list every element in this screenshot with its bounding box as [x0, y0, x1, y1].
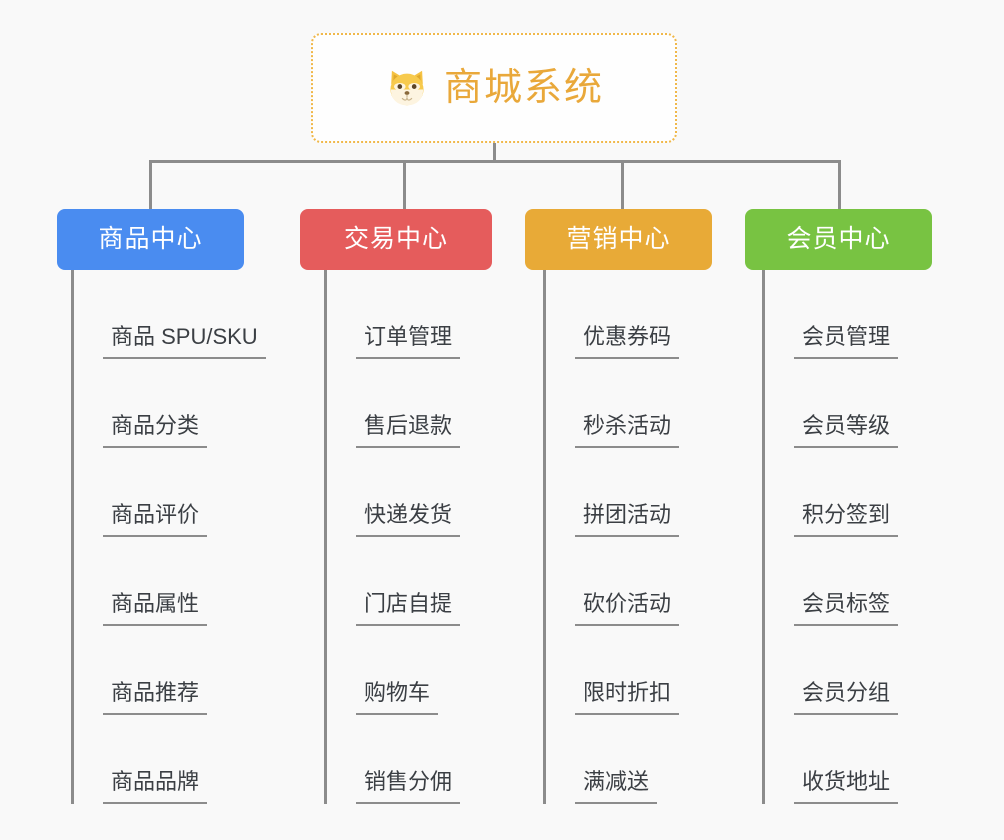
leaf-label: 会员等级 — [794, 412, 899, 448]
leaf-label: 订单管理 — [356, 323, 461, 359]
leaf-label: 商品推荐 — [103, 679, 208, 715]
leaf-item[interactable]: 会员分组 — [762, 626, 899, 715]
leaf-label: 会员管理 — [794, 323, 899, 359]
leaf-item[interactable]: 商品 SPU/SKU — [71, 270, 266, 359]
leaf-item[interactable]: 秒杀活动 — [543, 359, 680, 448]
leaf-label: 优惠券码 — [575, 323, 680, 359]
leaf-item[interactable]: 售后退款 — [324, 359, 461, 448]
leaf-label: 商品评价 — [103, 501, 208, 537]
branch-drop-line-1 — [149, 160, 152, 210]
branch-header-商品中心[interactable]: 商品中心 — [57, 209, 244, 270]
leaf-column-营销中心: 优惠券码 秒杀活动 拼团活动 砍价活动 限时折扣 满减送 — [543, 270, 680, 804]
leaf-label: 商品属性 — [103, 590, 208, 626]
column-spine-line — [324, 270, 327, 804]
leaf-label: 会员标签 — [794, 590, 899, 626]
branch-header-label: 营销中心 — [566, 225, 671, 253]
leaf-item[interactable]: 商品属性 — [71, 537, 266, 626]
leaf-label: 销售分佣 — [356, 768, 461, 804]
leaf-item[interactable]: 优惠券码 — [543, 270, 680, 359]
leaf-label: 门店自提 — [356, 590, 461, 626]
branch-drop-line-2 — [403, 160, 406, 210]
branch-header-label: 会员中心 — [786, 225, 891, 253]
root-node[interactable]: 商城系统 — [311, 33, 677, 143]
leaf-column-会员中心: 会员管理 会员等级 积分签到 会员标签 会员分组 收货地址 — [762, 270, 899, 804]
leaf-label: 限时折扣 — [575, 679, 680, 715]
leaf-label: 砍价活动 — [575, 590, 680, 626]
leaf-item[interactable]: 满减送 — [543, 715, 679, 804]
leaf-item[interactable]: 会员等级 — [762, 359, 899, 448]
column-spine-line — [71, 270, 74, 804]
leaf-label: 拼团活动 — [575, 501, 680, 537]
branch-bus-line — [150, 160, 840, 163]
leaf-item[interactable]: 拼团活动 — [543, 448, 680, 537]
leaf-label: 满减送 — [575, 768, 658, 804]
leaf-label: 售后退款 — [356, 412, 461, 448]
leaf-item[interactable]: 砍价活动 — [543, 537, 680, 626]
leaf-label: 购物车 — [356, 679, 439, 715]
leaf-label: 积分签到 — [794, 501, 899, 537]
leaf-item[interactable]: 商品品牌 — [71, 715, 266, 804]
leaf-label: 快递发货 — [356, 501, 461, 537]
leaf-column-商品中心: 商品 SPU/SKU 商品分类 商品评价 商品属性 商品推荐 商品品牌 — [71, 270, 266, 804]
leaf-item[interactable]: 快递发货 — [324, 448, 461, 537]
leaf-label: 收货地址 — [794, 768, 899, 804]
branch-header-会员中心[interactable]: 会员中心 — [745, 209, 932, 270]
leaf-item[interactable]: 商品推荐 — [71, 626, 266, 715]
branch-header-交易中心[interactable]: 交易中心 — [300, 209, 492, 270]
branch-drop-line-3 — [621, 160, 624, 210]
leaf-label: 商品分类 — [103, 412, 208, 448]
leaf-item[interactable]: 收货地址 — [762, 715, 899, 804]
shiba-dog-icon — [384, 65, 430, 111]
branch-drop-line-4 — [838, 160, 841, 210]
leaf-item[interactable]: 积分签到 — [762, 448, 899, 537]
root-stem-line — [493, 143, 496, 163]
leaf-label: 商品品牌 — [103, 768, 208, 804]
leaf-column-交易中心: 订单管理 售后退款 快递发货 门店自提 购物车 销售分佣 — [324, 270, 461, 804]
branch-header-label: 商品中心 — [98, 225, 203, 253]
leaf-item[interactable]: 商品评价 — [71, 448, 266, 537]
column-spine-line — [762, 270, 765, 804]
leaf-item[interactable]: 门店自提 — [324, 537, 461, 626]
leaf-item[interactable]: 销售分佣 — [324, 715, 461, 804]
leaf-item[interactable]: 商品分类 — [71, 359, 266, 448]
leaf-label: 商品 SPU/SKU — [103, 323, 266, 359]
leaf-item[interactable]: 会员管理 — [762, 270, 899, 359]
leaf-item[interactable]: 订单管理 — [324, 270, 461, 359]
leaf-label: 秒杀活动 — [575, 412, 680, 448]
leaf-item[interactable]: 会员标签 — [762, 537, 899, 626]
leaf-item[interactable]: 购物车 — [324, 626, 460, 715]
branch-header-label: 交易中心 — [343, 225, 448, 253]
root-title: 商城系统 — [443, 67, 604, 109]
leaf-label: 会员分组 — [794, 679, 899, 715]
leaf-item[interactable]: 限时折扣 — [543, 626, 680, 715]
column-spine-line — [543, 270, 546, 804]
branch-header-营销中心[interactable]: 营销中心 — [525, 209, 712, 270]
